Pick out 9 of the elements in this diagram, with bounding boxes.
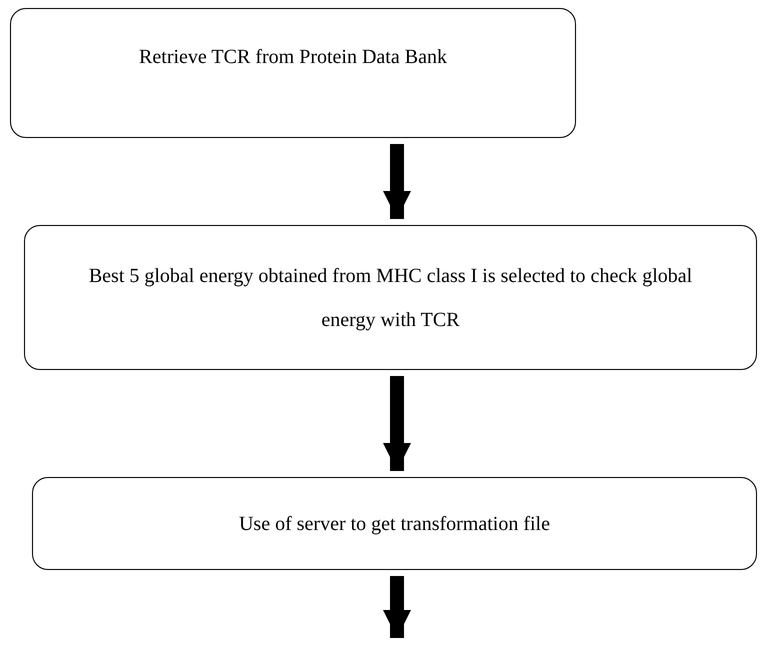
step-text: Retrieve TCR from Protein Data Bank bbox=[139, 45, 447, 70]
process-box bbox=[10, 8, 576, 138]
arrow bbox=[383, 144, 411, 219]
process-box bbox=[32, 477, 757, 570]
process-box bbox=[24, 225, 757, 370]
arrow bbox=[383, 576, 411, 638]
step-text: Use of server to get transformation file bbox=[238, 512, 550, 536]
step-text: Best 5 global energy obtained from MHC class I is selected to check global energy with TCR bbox=[88, 264, 694, 332]
arrow bbox=[383, 376, 411, 471]
